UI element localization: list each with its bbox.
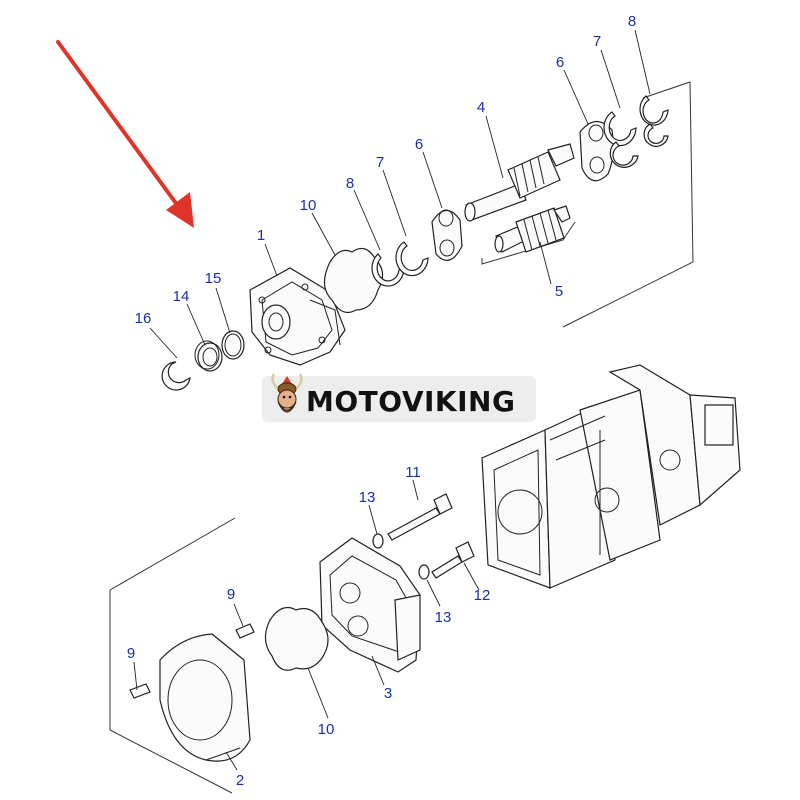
assembled-pump-unit <box>481 364 741 589</box>
callout-5: 5 <box>555 283 563 300</box>
short-bolt-part-12 <box>431 541 475 579</box>
callout-2: 2 <box>236 772 244 789</box>
callout-7-left: 7 <box>376 154 384 171</box>
red-pointer-arrow-icon <box>56 40 194 228</box>
callout-6-right: 6 <box>556 54 564 71</box>
callout-3: 3 <box>384 685 392 702</box>
callout-1: 1 <box>257 227 265 244</box>
upper-assembly-frame <box>481 81 694 328</box>
callout-7-right: 7 <box>593 33 601 50</box>
front-cover-part-1 <box>249 267 346 366</box>
callout-13-upper: 13 <box>359 489 376 506</box>
callout-13-lower: 13 <box>435 609 452 626</box>
dowel-pin-part-9-lower <box>129 683 151 699</box>
callout-8-left: 8 <box>346 175 354 192</box>
callout-16: 16 <box>135 310 152 327</box>
snap-ring-part-16 <box>161 361 191 391</box>
callout-6-left: 6 <box>415 136 423 153</box>
gear-case-part-3 <box>319 537 421 673</box>
callout-9-lower: 9 <box>127 645 135 662</box>
callout-12: 12 <box>474 587 491 604</box>
callout-14: 14 <box>173 288 190 305</box>
callout-4: 4 <box>477 99 485 116</box>
gasket-part-10-upper <box>323 247 384 313</box>
drive-gear-shaft-part-4 <box>464 143 575 222</box>
callout-10-lower: 10 <box>318 721 335 738</box>
callout-11: 11 <box>405 464 421 481</box>
brand-watermark: MOTOVIKING <box>262 373 536 422</box>
long-bolt-part-11 <box>387 493 453 541</box>
o-ring-part-15 <box>221 330 245 360</box>
snap-ring-part-7-right <box>603 111 639 168</box>
callout-15: 15 <box>205 270 222 287</box>
snap-ring-part-7-left <box>395 241 429 277</box>
washer-part-13-lower <box>418 564 430 580</box>
bushing-plate-part-6-left <box>431 209 463 261</box>
brand-name: MOTOVIKING <box>306 385 515 418</box>
lower-assembly-frame <box>109 517 236 794</box>
callout-10-upper: 10 <box>300 197 317 214</box>
snap-ring-part-8-right <box>639 95 669 147</box>
driven-gear-part-5 <box>494 205 571 253</box>
callout-labels: 1 2 3 4 5 6 6 7 7 8 8 9 9 10 10 11 12 13… <box>127 13 636 789</box>
callout-8-right: 8 <box>628 13 636 30</box>
leader-lines <box>133 29 651 771</box>
rear-housing-part-2 <box>159 633 251 762</box>
dowel-pin-part-9-upper <box>235 623 255 639</box>
washer-part-13-upper <box>372 533 384 549</box>
viking-head-icon <box>271 373 303 413</box>
callout-9-upper: 9 <box>227 586 235 603</box>
gasket-part-10-lower <box>264 607 329 671</box>
oil-seal-part-14 <box>194 340 223 372</box>
